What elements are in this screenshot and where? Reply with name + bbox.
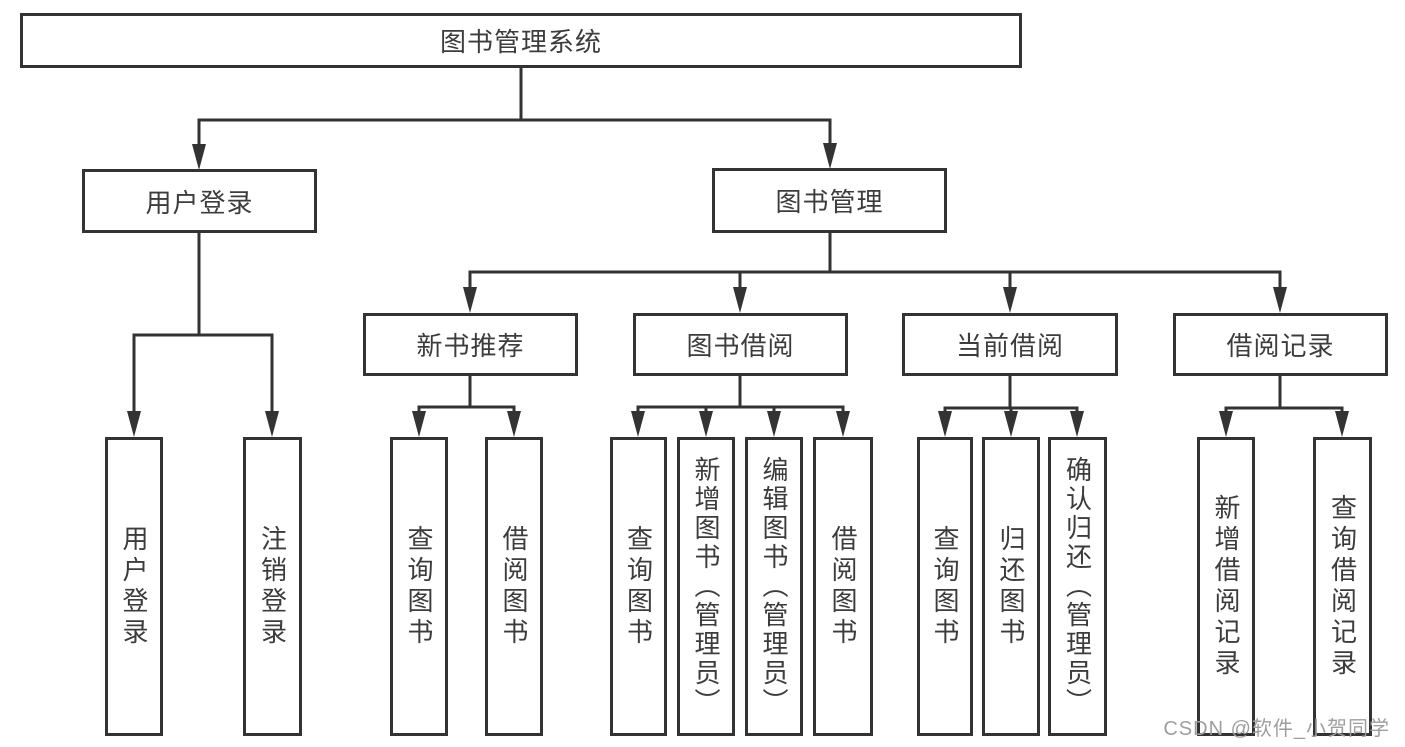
node-library-system-label: 图书管理系统: [439, 27, 602, 57]
leaf-query-books-borrow: 查询图书: [610, 437, 667, 736]
node-current-borrow: 当前借阅: [902, 313, 1118, 376]
leaf-query-books-current-label: 查询图书: [930, 524, 960, 649]
arrowhead: [1219, 411, 1233, 437]
watermark-text: CSDN @软件_小贺同学: [1163, 718, 1390, 740]
arrowhead: [127, 411, 141, 437]
arrowhead: [1335, 411, 1349, 437]
arrowhead: [836, 411, 850, 437]
leaf-return-book-label: 归还图书: [996, 524, 1026, 649]
arrowhead: [1273, 287, 1287, 313]
leaf-add-borrow-record-label: 新增借阅记录: [1211, 493, 1241, 680]
leaf-return-book: 归还图书: [982, 437, 1040, 736]
arrowhead: [699, 411, 713, 437]
leaf-query-borrow-record: 查询借阅记录: [1313, 437, 1372, 736]
node-book-management-label: 图书管理: [775, 187, 884, 217]
arrowhead: [631, 411, 645, 437]
leaf-add-borrow-record: 新增借阅记录: [1197, 437, 1255, 736]
arrowhead: [733, 287, 747, 313]
node-book-borrow-label: 图书借阅: [686, 331, 795, 361]
arrowhead: [767, 411, 781, 437]
arrowhead: [823, 143, 837, 169]
leaf-add-book-admin: 新增图书（管理员）: [677, 437, 735, 736]
leaf-logout: 注销登录: [243, 437, 302, 736]
leaf-confirm-return-admin-label: 确认归还（管理员）: [1062, 456, 1093, 717]
node-library-system: 图书管理系统: [20, 13, 1022, 68]
leaf-borrow-books-label: 借阅图书: [828, 524, 858, 649]
node-book-borrow: 图书借阅: [633, 313, 848, 376]
leaf-logout-label: 注销登录: [257, 524, 288, 649]
arrowhead: [938, 411, 952, 437]
leaf-query-borrow-record-label: 查询借阅记录: [1327, 493, 1358, 680]
leaf-edit-book-admin-label: 编辑图书（管理员）: [759, 456, 789, 717]
node-book-management: 图书管理: [712, 168, 947, 233]
node-new-book-recommend-label: 新书推荐: [416, 331, 525, 361]
leaf-edit-book-admin: 编辑图书（管理员）: [745, 437, 803, 736]
leaf-borrow-books-recommend-label: 借阅图书: [499, 524, 529, 649]
arrowhead: [1004, 411, 1018, 437]
arrowhead: [507, 411, 521, 437]
leaf-confirm-return-admin: 确认归还（管理员）: [1048, 437, 1107, 736]
arrowhead: [265, 411, 279, 437]
leaf-borrow-books: 借阅图书: [813, 437, 873, 736]
leaf-query-books-recommend-label: 查询图书: [404, 524, 434, 649]
node-borrow-records-label: 借阅记录: [1226, 331, 1335, 361]
arrowhead: [1070, 411, 1084, 437]
leaf-add-book-admin-label: 新增图书（管理员）: [691, 456, 721, 717]
connector-paths: [132, 66, 1344, 415]
leaf-query-books-current: 查询图书: [917, 437, 973, 736]
node-borrow-records: 借阅记录: [1173, 313, 1388, 376]
node-current-borrow-label: 当前借阅: [955, 331, 1064, 361]
leaf-query-books-recommend: 查询图书: [390, 437, 448, 736]
arrowhead: [192, 144, 206, 170]
node-user-login: 用户登录: [82, 169, 317, 233]
node-user-login-label: 用户登录: [145, 187, 254, 218]
leaf-user-login: 用户登录: [105, 437, 163, 736]
leaf-borrow-books-recommend: 借阅图书: [485, 437, 543, 736]
arrowhead: [412, 411, 426, 437]
arrowhead: [1003, 287, 1017, 313]
node-new-book-recommend: 新书推荐: [363, 313, 578, 376]
leaf-user-login-label: 用户登录: [119, 524, 149, 649]
arrowhead: [463, 287, 477, 313]
leaf-query-books-borrow-label: 查询图书: [623, 524, 654, 649]
